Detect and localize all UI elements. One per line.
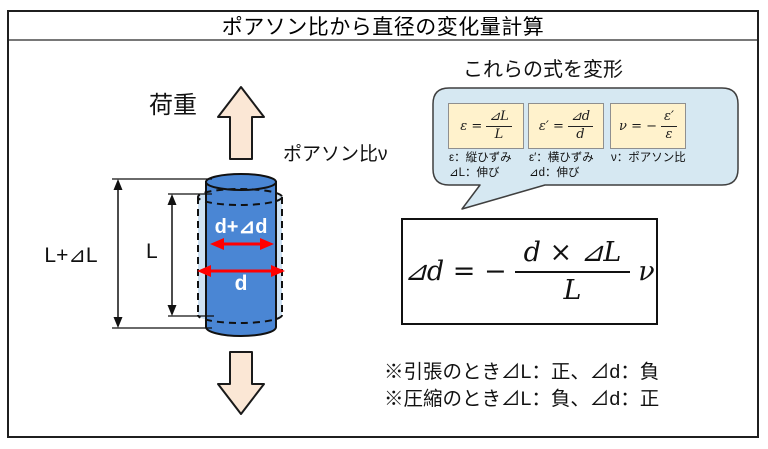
- result-lhs: ⊿d = −: [404, 256, 507, 287]
- caption-line: ⊿d：伸び: [529, 166, 580, 179]
- diameter-arrow-new: [210, 238, 274, 250]
- caption-longitudinal-strain: ε：縦ひずみ ⊿L：伸び: [449, 151, 512, 180]
- fraction-denominator: d: [576, 126, 585, 142]
- fraction: ⊿L L: [486, 109, 512, 142]
- fraction-numerator: ε′: [661, 109, 677, 127]
- deformed-cylinder-top: [205, 173, 277, 191]
- caption-line: ε′：横ひずみ: [529, 152, 594, 164]
- result-suffix: ν: [638, 256, 655, 287]
- caption-line: ε：縦ひずみ: [449, 152, 512, 164]
- title-bar: ポアソン比から直径の変化量計算: [9, 12, 757, 41]
- original-cylinder-bottom-dashed: [197, 314, 283, 324]
- load-arrow-down-icon: [217, 351, 265, 415]
- formula-card-longitudinal-strain: ε = ⊿L L: [448, 103, 524, 149]
- formula-card-poisson-ratio: ν = − ε′ ε: [610, 103, 686, 149]
- formula-lhs: ε′ =: [538, 118, 564, 134]
- outer-length-label: L+⊿L: [44, 244, 98, 267]
- changed-diameter-label: d+⊿d: [214, 216, 268, 238]
- result-formula-box: ⊿d = − d × ⊿L L ν: [401, 218, 658, 325]
- fraction: ⊿d d: [567, 109, 594, 142]
- original-cylinder-sides-dashed: [197, 197, 283, 315]
- note-tension: ※引張のとき⊿L：正、⊿d：負: [384, 361, 660, 383]
- result-numerator: d × ⊿L: [514, 237, 631, 273]
- load-arrow-up-icon: [217, 86, 265, 160]
- caption-line: ⊿L：伸び: [449, 166, 500, 179]
- load-label: 荷重: [149, 92, 197, 119]
- deformed-cylinder-body: [205, 181, 277, 337]
- poisson-ratio-label: ポアソン比ν: [283, 144, 388, 165]
- fraction: ε′ ε: [661, 109, 677, 142]
- result-fraction: d × ⊿L L: [514, 237, 631, 306]
- caption-lateral-strain: ε′：横ひずみ ⊿d：伸び: [529, 151, 594, 180]
- fraction-denominator: L: [494, 126, 504, 142]
- diameter-arrow-original: [197, 265, 285, 277]
- dimension-outer: [112, 178, 212, 329]
- dimension-inner: [167, 193, 214, 317]
- original-diameter-label: d: [234, 272, 248, 295]
- fraction-numerator: ⊿L: [486, 109, 512, 127]
- note-compression: ※圧縮のとき⊿L：負、⊿d：正: [384, 388, 660, 410]
- caption-poisson-ratio: ν：ポアソン比: [611, 151, 686, 166]
- page-title: ポアソン比から直径の変化量計算: [221, 15, 545, 39]
- caption-line: ν：ポアソン比: [611, 152, 686, 164]
- formula-card-lateral-strain: ε′ = ⊿d d: [528, 103, 604, 149]
- derivation-heading: これらの式を変形: [463, 59, 623, 81]
- result-denominator: L: [563, 275, 582, 306]
- fraction-denominator: ε: [665, 126, 673, 142]
- formula-lhs: ε =: [460, 118, 483, 134]
- formula-lhs: ν = −: [619, 118, 657, 134]
- fraction-numerator: ⊿d: [567, 109, 594, 127]
- inner-length-label: L: [146, 240, 158, 263]
